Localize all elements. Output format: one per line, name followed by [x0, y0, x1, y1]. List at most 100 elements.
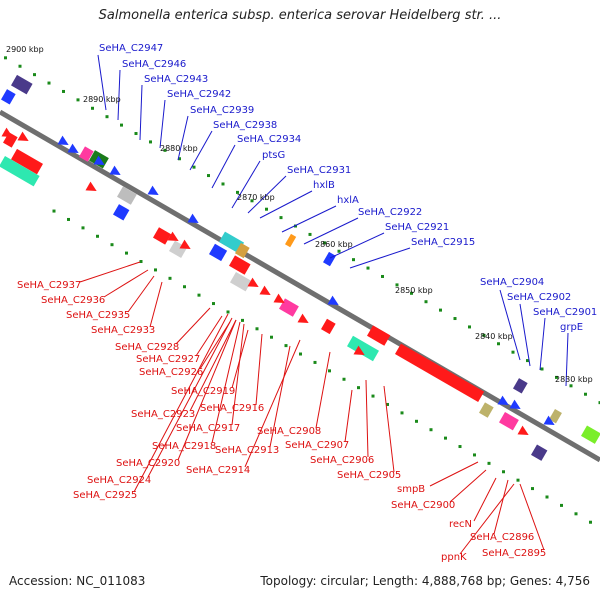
gene-block	[168, 240, 188, 258]
gene-label[interactable]: hxlB	[313, 180, 335, 191]
gene-label[interactable]: ptsG	[262, 150, 285, 161]
label-leader-line	[281, 205, 337, 233]
label-leader-line	[117, 69, 121, 121]
label-leader-line	[177, 319, 237, 461]
tick-mark	[241, 318, 244, 322]
gene-label[interactable]: SeHA_C2927	[136, 354, 200, 365]
gene-label[interactable]: SeHA_C2895	[482, 548, 546, 559]
kbp-label: 2880 kbp	[160, 144, 198, 153]
kbp-label: 2840 kbp	[475, 332, 513, 341]
gene-label[interactable]: SeHA_C2902	[507, 292, 571, 303]
gene-arrow	[297, 313, 309, 323]
gene-block	[113, 204, 130, 221]
gene-block	[347, 335, 379, 362]
gene-block	[117, 186, 137, 205]
label-leader-line	[97, 54, 107, 111]
tick-mark	[352, 258, 355, 262]
gene-label[interactable]: SeHA_C2931	[287, 165, 351, 176]
gene-features	[0, 74, 600, 461]
gene-label[interactable]: SeHA_C2943	[144, 74, 208, 85]
tick-mark	[91, 106, 94, 110]
tick-mark	[125, 251, 128, 255]
gene-block	[78, 146, 94, 162]
gene-label[interactable]: SeHA_C2942	[167, 89, 231, 100]
tick-mark	[221, 182, 225, 186]
accession-text: Accession: NC_011083	[9, 574, 146, 588]
gene-label[interactable]: SeHA_C2926	[139, 367, 203, 378]
gene-label[interactable]: SeHA_C2906	[310, 455, 374, 466]
tick-mark	[400, 411, 404, 415]
gene-label[interactable]: SeHA_C2939	[190, 105, 254, 116]
tick-mark	[410, 291, 413, 295]
gene-label[interactable]: SeHA_C2921	[385, 222, 449, 233]
tick-mark	[313, 360, 317, 364]
tick-mark	[308, 232, 312, 236]
gene-label[interactable]: ppnK	[441, 552, 467, 563]
tick-mark	[429, 428, 433, 432]
gene-label[interactable]: SeHA_C2913	[215, 445, 279, 456]
gene-label[interactable]: SeHA_C2916	[200, 403, 264, 414]
gene-label[interactable]: SeHA_C2947	[99, 43, 163, 54]
tick-mark	[226, 310, 230, 314]
gene-label[interactable]: SeHA_C2923	[131, 409, 195, 420]
gene-arrow	[247, 277, 259, 287]
gene-label[interactable]: SeHA_C2920	[116, 458, 180, 469]
gene-label[interactable]: SeHA_C2934	[237, 134, 301, 145]
gene-label[interactable]: SeHA_C2908	[257, 426, 321, 437]
tick-mark	[255, 327, 259, 331]
tick-mark	[265, 207, 268, 211]
forward-gene-labels: SeHA_C2947 SeHA_C2946 SeHA_C2943 SeHA_C2…	[99, 43, 597, 333]
tick-mark	[337, 249, 341, 253]
label-leader-line	[79, 261, 141, 283]
gene-block	[208, 243, 228, 262]
gene-label[interactable]: SeHA_C2928	[115, 342, 179, 353]
gene-label[interactable]: SeHA_C2907	[285, 440, 349, 451]
gene-label[interactable]: grpE	[560, 322, 583, 333]
tick-mark	[366, 266, 370, 270]
label-leader-line	[344, 389, 353, 443]
gene-label[interactable]: SeHA_C2922	[358, 207, 422, 218]
gene-label[interactable]: SeHA_C2937	[17, 280, 81, 291]
gene-label[interactable]: SeHA_C2900	[391, 500, 455, 511]
label-leader-line	[244, 339, 301, 468]
label-leader-line	[139, 84, 143, 141]
gene-label[interactable]: SeHA_C2936	[41, 295, 105, 306]
tick-mark	[270, 335, 273, 339]
label-leader-line	[103, 269, 149, 298]
tick-mark	[134, 132, 138, 136]
gene-label[interactable]: hxlA	[337, 195, 359, 206]
gene-label[interactable]: recN	[449, 519, 472, 530]
gene-block	[321, 318, 336, 335]
tick-mark	[120, 123, 123, 127]
label-leader-line	[177, 115, 189, 161]
gene-label[interactable]: SeHA_C2904	[480, 277, 544, 288]
gene-label[interactable]: smpB	[397, 484, 425, 495]
label-leader-line	[459, 483, 515, 555]
label-leader-line	[383, 385, 395, 473]
tick-mark	[540, 367, 544, 371]
gene-label[interactable]: SeHA_C2919	[171, 386, 235, 397]
label-leader-line	[519, 303, 531, 367]
gene-label[interactable]: SeHA_C2914	[186, 465, 250, 476]
gene-label[interactable]: SeHA_C2925	[73, 490, 137, 501]
gene-label[interactable]: SeHA_C2933	[91, 325, 155, 336]
label-leader-line	[315, 351, 331, 429]
tick-mark	[497, 342, 500, 346]
gene-label[interactable]: SeHA_C2918	[152, 441, 216, 452]
gene-label[interactable]: SeHA_C2924	[87, 475, 151, 486]
gene-arrow	[543, 415, 555, 425]
gene-label[interactable]: SeHA_C2915	[411, 237, 475, 248]
gene-label[interactable]: SeHA_C2938	[213, 120, 277, 131]
gene-label[interactable]: SeHA_C2901	[533, 307, 597, 318]
gene-label[interactable]: SeHA_C2896	[470, 532, 534, 543]
tick-mark	[526, 359, 529, 363]
label-leader-line	[149, 281, 163, 328]
gene-label[interactable]: SeHA_C2935	[66, 310, 130, 321]
tick-mark	[468, 325, 471, 329]
gene-arrow	[109, 165, 121, 175]
gene-arrow	[93, 155, 105, 165]
gene-label[interactable]: SeHA_C2917	[176, 423, 240, 434]
tick-mark	[52, 209, 56, 213]
gene-label[interactable]: SeHA_C2905	[337, 470, 401, 481]
gene-label[interactable]: SeHA_C2946	[122, 59, 186, 70]
